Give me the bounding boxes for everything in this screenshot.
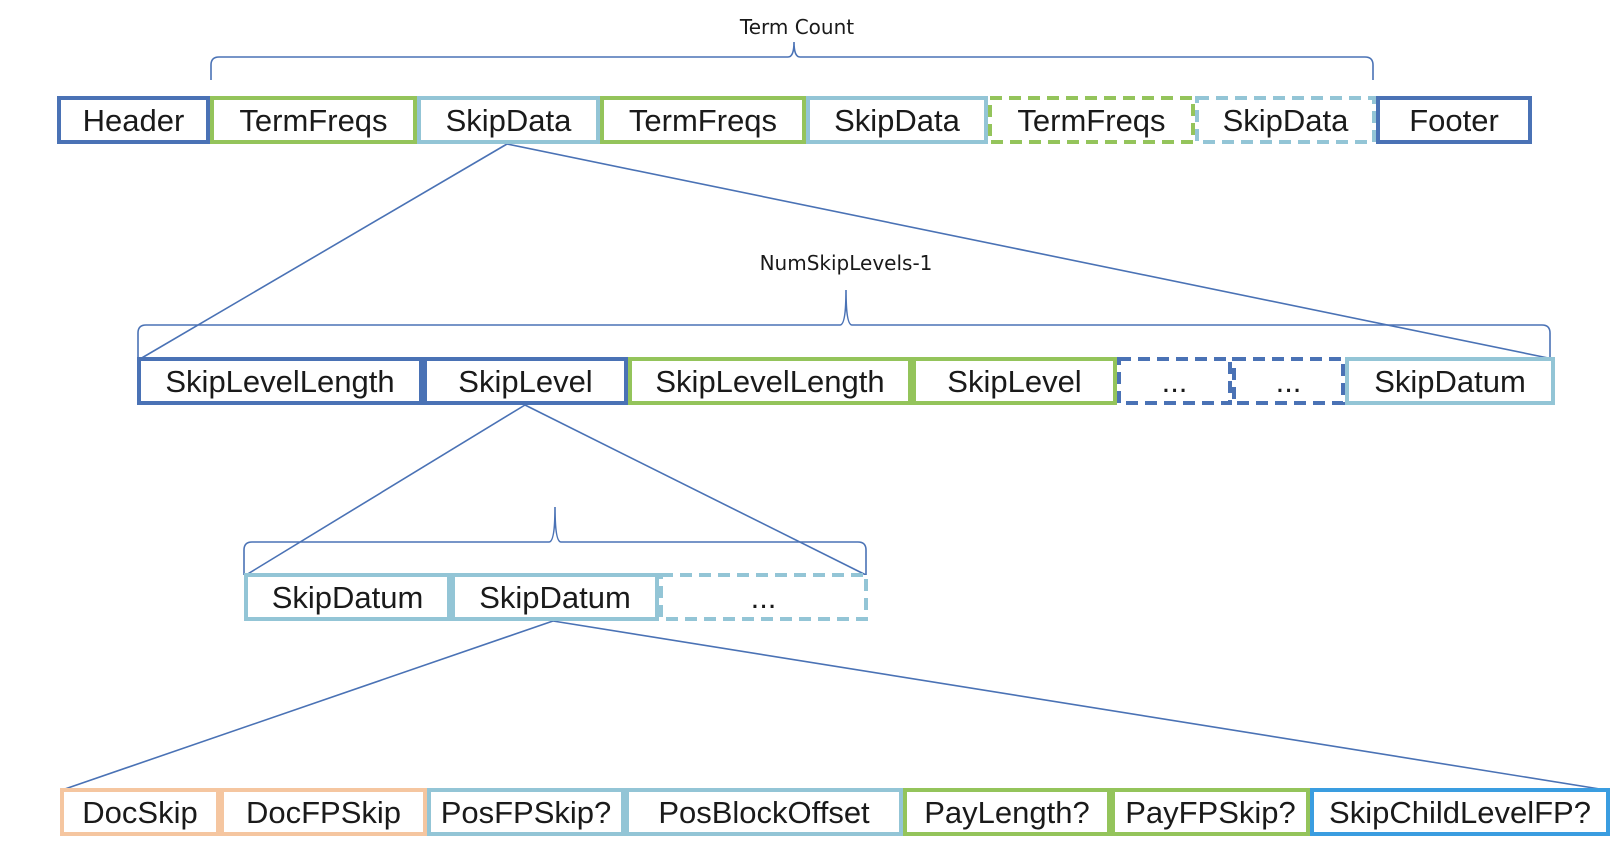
num-skip-levels-label: NumSkipLevels-1 [760,251,933,275]
field-header: Header [57,96,210,144]
field-label: ... [1276,364,1302,399]
field-ellipsis: ... [1232,357,1345,405]
row-skip-level: SkipDatum SkipDatum... [244,573,868,621]
field-box [423,357,628,405]
row-skip-data: SkipLevelLength SkipLevel SkipLevelLength S… [137,357,1555,405]
field-label: SkipData [834,103,961,138]
field-box [137,357,423,405]
field-box [600,96,806,144]
field-label: PosBlockOffset [658,795,870,830]
field-label: SkipData [446,103,573,138]
expansion-line [552,620,1607,791]
field-skipdata: SkipData [1195,96,1376,144]
field-label: TermFreqs [629,103,777,138]
field-box [1195,96,1376,144]
field-label: SkipLevel [458,364,592,399]
field-termfreqs: TermFreqs [210,96,417,144]
field-ellipsis: ... [1117,357,1232,405]
field-label: SkipData [1223,103,1350,138]
field-label: SkipDatum [1374,364,1526,399]
expansion-line [524,404,867,576]
field-box [1345,357,1555,405]
field-box [988,96,1195,144]
skip-datum-brace [243,506,867,575]
field-skiplevellength: SkipLevelLength [628,357,912,405]
field-box [659,573,868,621]
field-termfreqs: TermFreqs [600,96,806,144]
field-skipdatum: SkipDatum [1345,357,1555,405]
row-skip-datum: DocSkip DocFPSkip PosFPSkip? PosBlockOffset… [60,788,1610,836]
field-box [57,96,210,144]
expansion-line [245,404,526,576]
field-box [1117,357,1232,405]
expansion-line [61,620,554,791]
expansion-line [506,143,1554,360]
field-label: ... [751,580,777,615]
field-skipdata: SkipData [806,96,988,144]
braces [137,41,1551,575]
field-skiplevel: SkipLevel [912,357,1117,405]
field-skiplevellength: SkipLevelLength [137,357,423,405]
field-box [1310,788,1610,836]
field-posblockoffset: PosBlockOffset [625,788,903,836]
field-box [1232,357,1345,405]
num-skip-levels-brace [137,289,1551,357]
field-label: SkipDatum [479,580,631,615]
field-box [625,788,903,836]
field-posfpskip: PosFPSkip? [427,788,625,836]
field-label: SkipLevelLength [655,364,884,399]
field-box [220,788,427,836]
field-box [912,357,1117,405]
field-label: Footer [1409,103,1499,138]
field-box [451,573,659,621]
term-count-label: Term Count [739,15,854,39]
field-label: SkipDatum [272,580,424,615]
field-label: ... [1162,364,1188,399]
field-boxes: Header TermFreqs SkipData TermFreqs SkipData… [57,96,1610,836]
field-docskip: DocSkip [60,788,220,836]
field-box [628,357,912,405]
field-box [806,96,988,144]
field-label: SkipChildLevelFP? [1329,795,1591,830]
expansion-line [139,143,508,360]
field-ellipsis: ... [659,573,868,621]
field-label: Header [83,103,185,138]
field-label: SkipLevel [947,364,1081,399]
field-label: TermFreqs [239,103,387,138]
field-box [60,788,220,836]
field-box [244,573,451,621]
field-box [1376,96,1532,144]
field-box [903,788,1111,836]
field-label: SkipLevelLength [165,364,394,399]
field-label: TermFreqs [1017,103,1165,138]
field-paylength: PayLength? [903,788,1111,836]
field-skipdata: SkipData [417,96,600,144]
field-box [210,96,417,144]
field-skipchildlevelfp: SkipChildLevelFP? [1310,788,1610,836]
field-box [427,788,625,836]
field-label: PayLength? [924,795,1089,830]
field-label: DocFPSkip [246,795,401,830]
field-termfreqs: TermFreqs [988,96,1195,144]
row-postings: Header TermFreqs SkipData TermFreqs SkipData… [57,96,1532,144]
field-payfpskip: PayFPSkip? [1111,788,1310,836]
field-label: PosFPSkip? [441,795,612,830]
connector-lines [61,143,1607,791]
field-box [417,96,600,144]
field-skipdatum: SkipDatum [244,573,451,621]
field-label: PayFPSkip? [1125,795,1296,830]
term-count-brace [210,41,1374,80]
field-docfpskip: DocFPSkip [220,788,427,836]
field-footer: Footer [1376,96,1532,144]
field-label: DocSkip [82,795,197,830]
field-box [1111,788,1310,836]
field-skipdatum: SkipDatum [451,573,659,621]
field-skiplevel: SkipLevel [423,357,628,405]
